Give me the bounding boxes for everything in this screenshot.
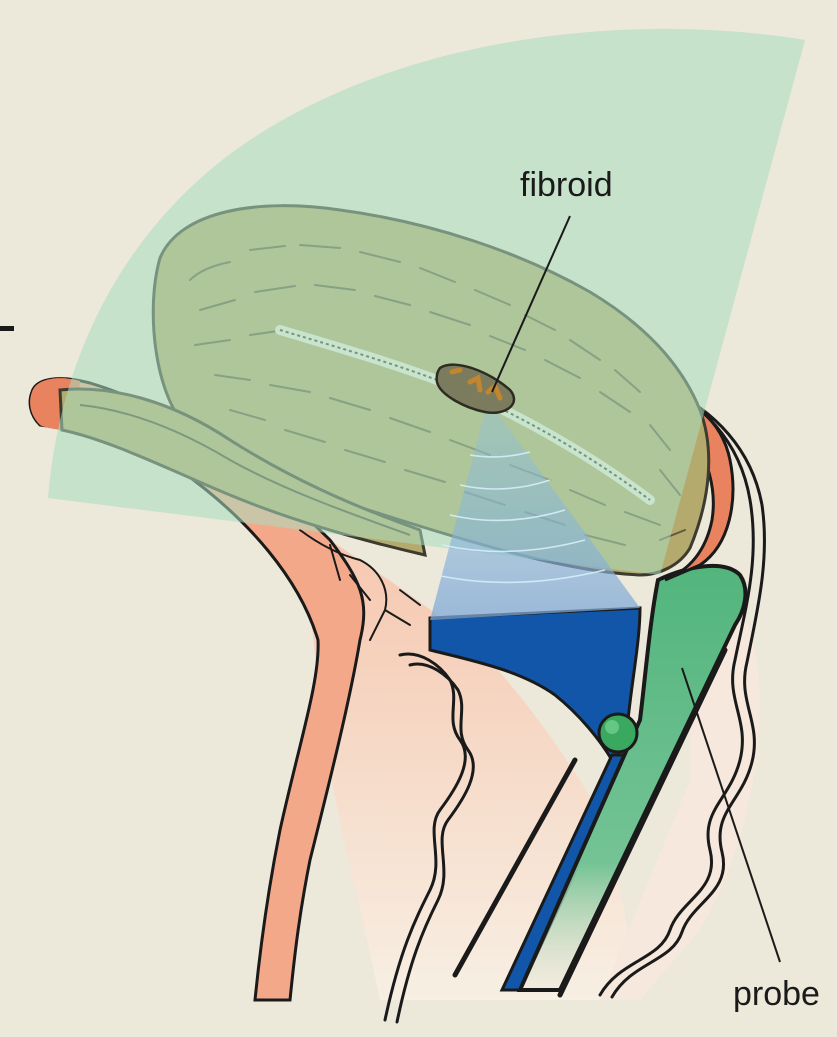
probe-bulb-highlight <box>605 720 619 734</box>
probe-label: probe <box>733 977 820 1011</box>
probe-bulb <box>599 714 637 752</box>
fibroid-label: fibroid <box>520 168 613 202</box>
edge-tick <box>0 326 14 331</box>
